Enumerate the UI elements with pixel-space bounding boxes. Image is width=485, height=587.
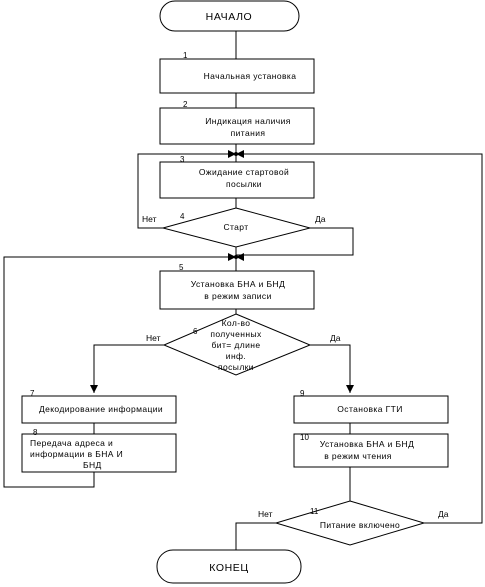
- block-5-number: 5: [179, 263, 184, 272]
- block-10-text-line1: Установка БНА и БНД: [320, 439, 414, 449]
- block-7-number: 7: [30, 389, 35, 398]
- block-5-text-line2: в режим записи: [204, 291, 271, 301]
- block-7-text: Декодирование информации: [39, 404, 163, 414]
- block-2-number: 2: [183, 100, 188, 109]
- decision-6-text-line1: Кол-во: [222, 318, 251, 328]
- block-2-text-line2: питания: [231, 128, 266, 138]
- arrowheads: [90, 150, 354, 393]
- decision-4-no-label: Нет: [142, 214, 157, 224]
- decision-6-text-line4: инф.: [226, 351, 246, 361]
- block-8-number: 8: [33, 428, 38, 437]
- decision-11-text: Питание включено: [320, 520, 400, 530]
- decision-11-yes-label: Да: [438, 509, 449, 519]
- decision-11-number: 11: [310, 507, 319, 516]
- decision-11-no-label: Нет: [258, 509, 273, 519]
- block-1-number: 1: [183, 51, 188, 60]
- connectors: [3, 31, 483, 550]
- block-10-text-line2: в режим чтения: [324, 451, 391, 461]
- decision-6-text-line3: бит= длине: [212, 340, 261, 350]
- block-2-text-line1: Индикация наличия: [205, 116, 290, 126]
- decision-6-text-line2: полученных: [210, 329, 262, 339]
- start-terminal: НАЧАЛО: [159, 0, 300, 32]
- end-label: КОНЕЦ: [209, 562, 249, 574]
- block-2-power-indication: 2 Индикация наличия питания: [159, 100, 315, 145]
- block-7-decode: 7 Декодирование информации: [21, 389, 177, 424]
- decision-6-text-line5: посылки: [218, 362, 254, 372]
- decision-4-yes-label: Да: [315, 214, 326, 224]
- block-9-text: Остановка ГТИ: [337, 404, 402, 414]
- block-5-write-mode: 5 Установка БНА и БНД в режим записи: [159, 263, 315, 310]
- block-5-text-line1: Установка БНА и БНД: [191, 279, 285, 289]
- start-label: НАЧАЛО: [206, 11, 253, 23]
- decision-6-number: 6: [193, 327, 198, 336]
- block-10-number: 10: [300, 433, 309, 442]
- block-8-text-line3: БНД: [83, 460, 102, 470]
- decision-4-start: 4 Старт Нет Да: [142, 207, 326, 248]
- block-9-number: 9: [300, 389, 305, 398]
- block-9-stop-gti: 9 Остановка ГТИ: [293, 389, 449, 424]
- decision-11-power-on: 11 Питание включено Нет Да: [258, 500, 449, 546]
- block-8-text-line2: информации в БНА И: [30, 449, 123, 459]
- end-terminal: КОНЕЦ: [156, 549, 302, 584]
- decision-4-number: 4: [180, 212, 185, 221]
- block-3-number: 3: [180, 155, 185, 164]
- decision-6-bit-count: 6 Кол-во полученных бит= длине инф. посы…: [146, 313, 341, 376]
- block-1-initial-setup: 1 Начальная установка: [159, 51, 315, 94]
- block-3-wait-start: 3 Ожидание стартовой посылки: [159, 155, 315, 199]
- block-3-text-line2: посылки: [226, 179, 262, 189]
- block-10-read-mode: 10 Установка БНА и БНД в режим чтения: [293, 433, 449, 468]
- decision-6-no-label: Нет: [146, 333, 161, 343]
- decision-4-text: Старт: [223, 222, 248, 232]
- block-8-text-line1: Передача адреса и: [30, 438, 113, 448]
- decision-6-yes-label: Да: [330, 333, 341, 343]
- block-3-text-line1: Ожидание стартовой: [199, 167, 289, 177]
- block-8-transfer: 8 Передача адреса и информации в БНА И Б…: [21, 428, 177, 473]
- block-1-text: Начальная установка: [204, 71, 297, 81]
